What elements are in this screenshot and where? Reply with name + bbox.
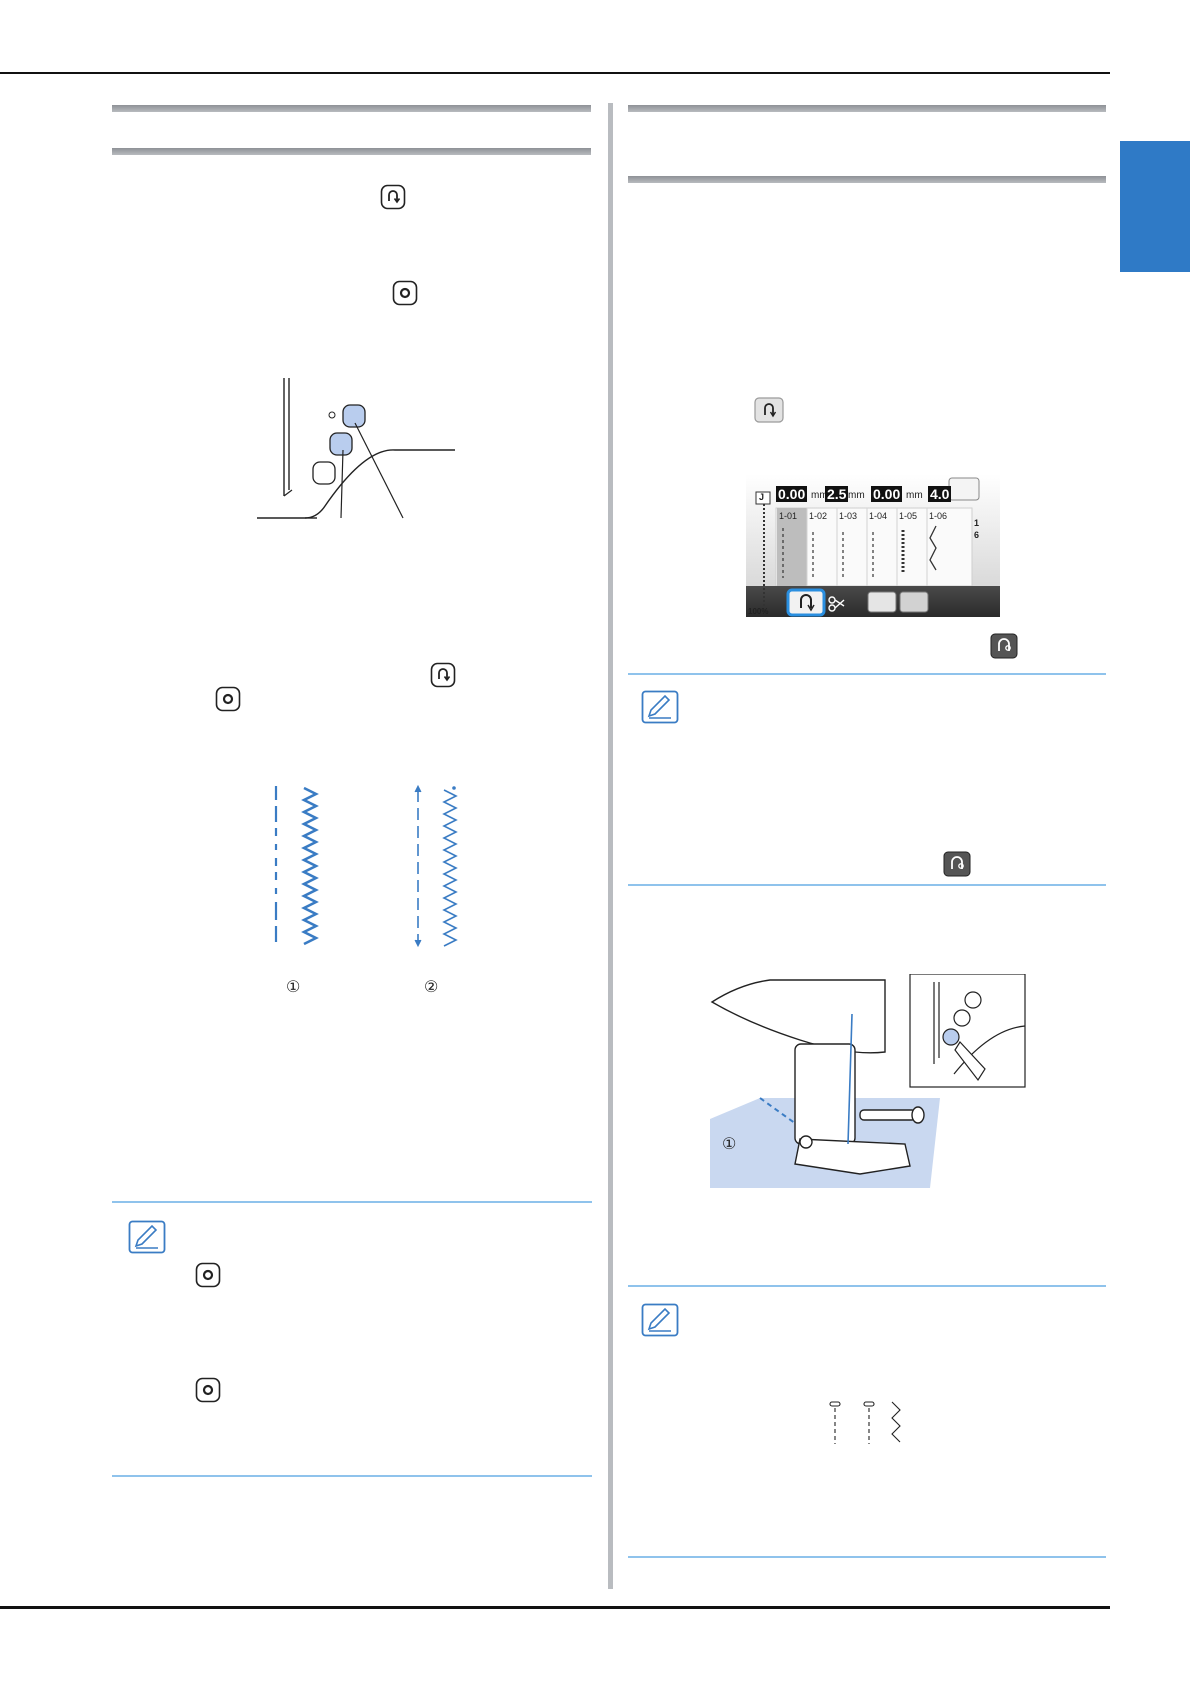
reinforcement-button-icon	[392, 280, 418, 306]
column-divider	[608, 103, 613, 1589]
lcd-dark-key-icon	[990, 633, 1018, 659]
reinforcement-button-icon-4	[195, 1377, 221, 1403]
lcd-page: 1	[974, 518, 980, 528]
reverse-button-icon	[380, 184, 406, 210]
lcd-stitch-4: 1-04	[869, 511, 888, 521]
lcd-reverse-key-icon	[754, 397, 784, 423]
memo-rule-top	[112, 1201, 592, 1203]
bottom-rule	[0, 1606, 1110, 1609]
lcd-value-length: 2.5	[825, 486, 849, 502]
lcd-unit-2: mm	[848, 490, 865, 501]
memo-pencil-icon-2	[641, 690, 679, 724]
stitch-pattern-icons	[829, 1401, 901, 1444]
lcd-unit-1: mm	[811, 490, 828, 501]
lcd-value-position: 0.00	[871, 486, 903, 502]
memo-pencil-icon-3	[641, 1303, 679, 1337]
lcd-screen: 0.00 mm 2.5 mm 0.00 mm 4.0 J 1-01 1-02 1…	[746, 474, 1000, 617]
section-bar-bottom	[112, 148, 591, 155]
section-bar-bottom-right	[628, 176, 1106, 183]
memo-rule-mid-right	[628, 884, 1106, 886]
lcd-stitch-1: 1-01	[779, 511, 798, 521]
reinforcement-button-icon-3	[195, 1262, 221, 1288]
chapter-tab	[1120, 141, 1190, 272]
lcd-stitch-5: 1-05	[899, 511, 918, 521]
sewing-callout-1: ①	[722, 1136, 737, 1153]
section-bar-top	[112, 105, 591, 112]
memo-rule-top-right-2	[628, 1285, 1106, 1287]
lcd-stitch-6: 1-06	[929, 511, 948, 521]
memo-rule-bottom-right	[628, 1556, 1106, 1558]
memo-rule-top-right	[628, 673, 1106, 675]
lcd-foot-letter: J	[759, 492, 765, 502]
button-panel-illustration	[257, 378, 455, 519]
reverse-button-icon-2	[430, 662, 456, 688]
lcd-page-total: 6	[974, 530, 980, 540]
sewing-foot-illustration	[710, 974, 1026, 1188]
memo-pencil-icon	[128, 1220, 166, 1254]
stitch-callout-2: ②	[424, 979, 439, 996]
lcd-stitch-3: 1-03	[839, 511, 858, 521]
memo-rule-bottom	[112, 1475, 592, 1477]
stitch-callout-1: ①	[286, 979, 301, 996]
top-rule	[0, 72, 1110, 74]
lcd-value-width: 0.00	[776, 486, 808, 502]
section-bar-top-right	[628, 105, 1106, 112]
lcd-unit-3: mm	[906, 490, 923, 501]
lcd-stitch-2: 1-02	[809, 511, 828, 521]
lcd-dark-key-icon-2	[943, 851, 971, 877]
lcd-value-tension: 4.0	[928, 486, 952, 502]
stitch-comparison-illustration	[274, 784, 458, 948]
lcd-zoom: 100%	[748, 607, 769, 616]
reinforcement-button-icon-2	[215, 686, 241, 712]
